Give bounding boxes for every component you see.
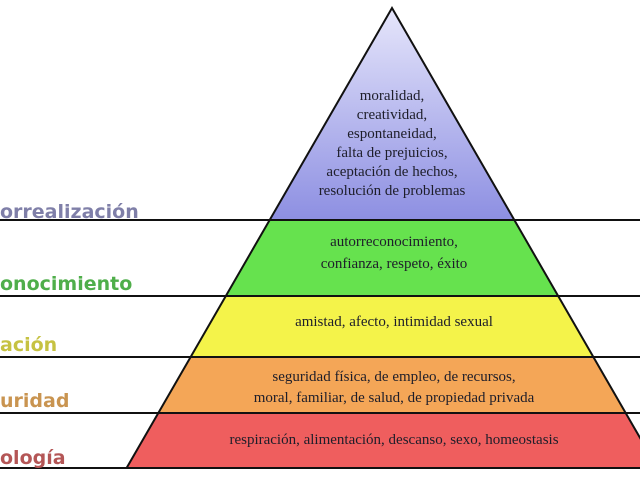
level-description-line: espontaneidad, [347,126,437,142]
level-description-line: autorreconocimiento, [330,234,458,250]
level-description-line: creatividad, [357,107,427,123]
level-description-line: moral, familiar, de salud, de propiedad … [254,390,535,406]
level-description-line: amistad, afecto, intimidad sexual [295,314,493,330]
level-description-line: resolución de problemas [319,183,466,199]
level-description-line: confianza, respeto, éxito [321,256,468,272]
level-label: orrealización [0,201,139,223]
level-description-line: aceptación de hechos, [326,164,457,180]
level-description-line: seguridad física, de empleo, de recursos… [272,369,515,385]
level-label: uridad [0,390,69,412]
level-label: ación [0,334,57,356]
level-description-line: respiración, alimentación, descanso, sex… [229,432,558,448]
level-description-line: falta de prejuicios, [336,145,447,161]
level-label: ología [0,447,66,469]
level-description-line: moralidad, [360,88,425,104]
level-label: onocimiento [0,273,132,295]
